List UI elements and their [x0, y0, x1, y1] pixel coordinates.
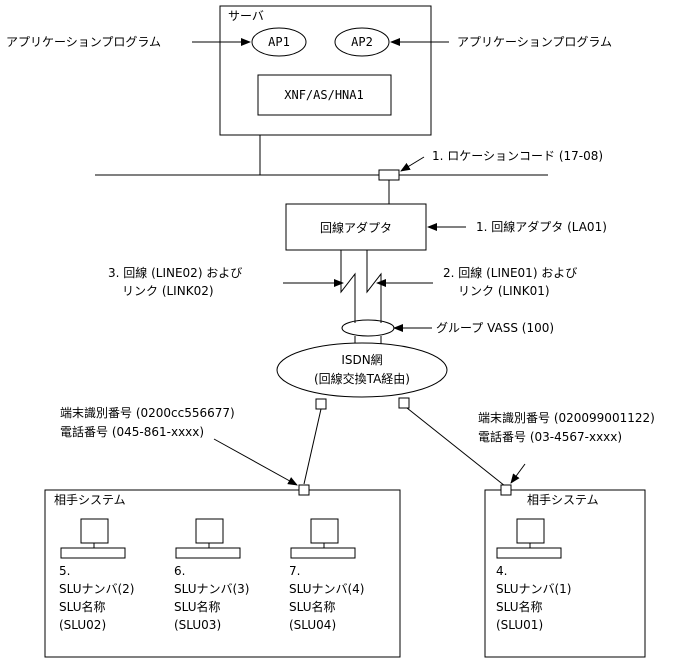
left-system-title: 相手システム: [54, 493, 126, 507]
location-code-arrow: [400, 156, 425, 172]
pc-slu02: 5. SLUナンバ(2) SLU名称 (SLU02): [59, 518, 135, 632]
pc-slu04: 7. SLUナンバ(4) SLU名称 (SLU04): [289, 518, 365, 632]
location-code-label: 1. ロケーションコード (17-08): [432, 149, 603, 163]
pc-slu03: 6. SLUナンバ(3) SLU名称 (SLU03): [174, 518, 250, 632]
server-title: サーバ: [228, 9, 264, 23]
server-box: [219, 5, 432, 136]
line-01-label-1: 2. 回線 (LINE01) および: [443, 265, 577, 280]
pc-slu02-num: 5.: [59, 564, 70, 578]
app-program-left-label: アプリケーションプログラム: [6, 35, 161, 49]
pc-slu02-name: (SLU02): [59, 618, 106, 632]
line-01-label-2: リンク (LINK01): [458, 284, 550, 298]
computer-icon: [310, 518, 339, 544]
ap2-node: [334, 27, 390, 57]
pc-slu03-name: (SLU03): [174, 618, 221, 632]
isdn-right-system-link: [406, 407, 506, 487]
right-terminal-arrow: [510, 463, 526, 484]
right-system-box: [484, 489, 646, 658]
pc-slu01-name-label: SLU名称: [496, 599, 543, 614]
left-terminal-arrow: [213, 438, 298, 486]
ap2-label: AP2: [351, 35, 373, 49]
right-terminal-id: 端末識別番号 (020099001122): [478, 411, 655, 425]
line-02-label-2: リンク (LINK02): [122, 284, 214, 298]
ap1-label: AP1: [268, 35, 290, 49]
left-terminal-id: 端末識別番号 (0200cc556677): [60, 406, 235, 420]
line-02-label-1: 3. 回線 (LINE02) および: [108, 265, 242, 280]
isdn-label-1: ISDN網: [341, 353, 382, 367]
computer-icon: [80, 518, 109, 544]
computer-icon: [516, 518, 545, 544]
pc-slu01: 4. SLUナンバ(1) SLU名称 (SLU01): [496, 518, 572, 632]
pc-slu04-num: 7.: [289, 564, 300, 578]
left-terminal-phone: 電話番号 (045-861-xxxx): [60, 424, 204, 439]
isdn-connector-right: [398, 397, 410, 409]
pc-slu04-slu: SLUナンバ(4): [289, 582, 365, 596]
pc-slu03-num: 6.: [174, 564, 185, 578]
left-system-connector: [298, 484, 310, 496]
pc-slu04-name-label: SLU名称: [289, 599, 336, 614]
group-label: グループ VASS (100): [436, 321, 554, 335]
pc-slu01-name: (SLU01): [496, 618, 543, 632]
line-01-path: [366, 250, 382, 323]
isdn-label-2: (回線交換TA経由): [314, 371, 410, 386]
isdn-connector-left: [315, 398, 327, 410]
pc-slu01-slu: SLUナンバ(1): [496, 582, 572, 596]
pc-slu03-slu: SLUナンバ(3): [174, 582, 250, 596]
isdn-left-system-link: [303, 408, 322, 485]
xnf-box: [257, 74, 392, 116]
isdn-network: [276, 342, 448, 398]
computer-icon: [195, 518, 224, 544]
line-adapter-callout: 1. 回線アダプタ (LA01): [476, 219, 607, 234]
pc-slu02-slu: SLUナンバ(2): [59, 582, 135, 596]
pc-slu01-num: 4.: [496, 564, 507, 578]
pc-slu04-name: (SLU04): [289, 618, 336, 632]
bus-connector: [378, 169, 400, 181]
right-terminal-phone: 電話番号 (03-4567-xxxx): [478, 429, 622, 444]
group-ring: [341, 319, 395, 337]
left-system-box: [44, 489, 401, 658]
line-adapter-label: 回線アダプタ: [320, 220, 392, 235]
pc-slu03-name-label: SLU名称: [174, 599, 221, 614]
ap1-node: [251, 27, 307, 57]
pc-slu02-name-label: SLU名称: [59, 599, 106, 614]
line-02-path: [340, 250, 356, 323]
xnf-label: XNF/AS/HNA1: [284, 88, 363, 102]
app-program-right-label: アプリケーションプログラム: [457, 35, 612, 49]
right-system-title: 相手システム: [527, 493, 599, 507]
right-system-connector: [500, 484, 512, 496]
line-adapter-box: [285, 203, 427, 251]
